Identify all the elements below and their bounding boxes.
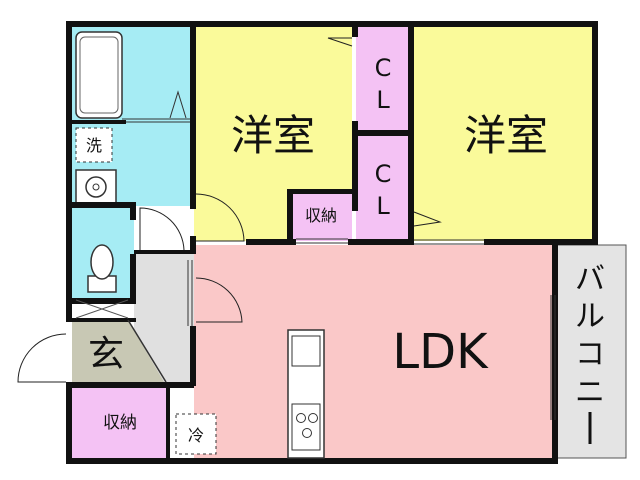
western-room-left-door <box>195 193 245 242</box>
ldk-label: LDK <box>392 324 489 380</box>
closet-upper-label-c: C <box>375 54 392 82</box>
washer-label: 洗 <box>86 136 102 155</box>
balcony-char-4: ニ <box>575 375 605 410</box>
western-room-right-label: 洋室 <box>464 111 548 160</box>
ldk-fill <box>194 245 552 458</box>
ldk-door <box>195 277 243 323</box>
washer-spot <box>75 127 113 163</box>
entrance-fill <box>72 320 164 382</box>
balcony-char-1: バ <box>575 262 605 297</box>
storage-center-fill <box>291 193 352 241</box>
kitchen-counter <box>287 329 325 459</box>
toilet <box>87 244 117 293</box>
entrance-label: 玄 <box>88 334 124 375</box>
washroom-door <box>139 207 185 251</box>
closet-upper-fill <box>356 27 410 132</box>
closet-upper-label-l: L <box>376 86 390 114</box>
bathtub <box>75 31 123 119</box>
storage-entrance-label: 収納 <box>103 413 137 433</box>
storage-center-label: 収納 <box>305 206 337 225</box>
fridge-spot <box>175 413 217 455</box>
closet-lower-label-c: C <box>375 160 392 188</box>
closet-lower-fill <box>356 136 410 241</box>
storage-entrance-fill <box>72 386 170 458</box>
balcony-label: バ ル コ ニ <box>575 262 605 444</box>
western-room-right-fill <box>410 27 592 241</box>
entrance-door <box>17 333 67 383</box>
fridge-label: 冷 <box>188 426 204 445</box>
closet-lower-label-l: L <box>376 192 390 220</box>
balcony-char-2: ル <box>575 299 605 334</box>
balcony-char-3: コ <box>575 337 605 372</box>
western-room-left-label: 洋室 <box>231 111 315 160</box>
